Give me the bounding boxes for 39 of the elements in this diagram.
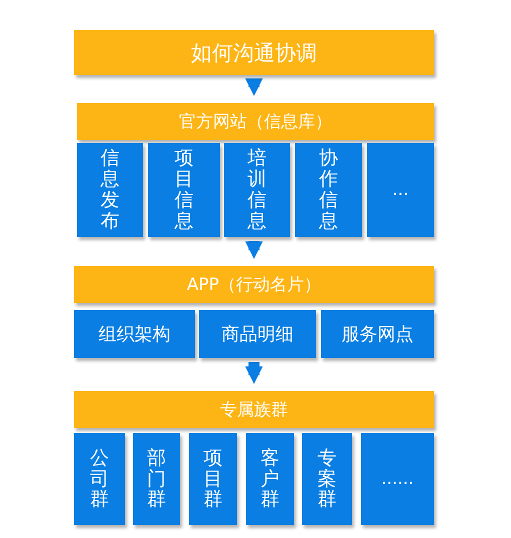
content-box xyxy=(321,310,434,358)
box-text: ... xyxy=(392,180,409,200)
content-box xyxy=(246,433,294,525)
box-text: 如何沟通协调 xyxy=(191,40,317,66)
header-bar xyxy=(77,103,434,140)
box-text: 信息发布 xyxy=(100,148,120,232)
content-box xyxy=(295,143,362,237)
header-bar xyxy=(74,266,434,303)
box-text: 专案群 xyxy=(318,448,336,510)
box-text: 官方网站（信息库） xyxy=(179,111,332,133)
header-bar xyxy=(74,391,434,428)
box-text: 培训信息 xyxy=(248,148,266,232)
content-box xyxy=(74,433,125,525)
box-text: ...... xyxy=(381,469,414,489)
box-text: 部门群 xyxy=(147,448,166,510)
box-text: 组织架构 xyxy=(98,323,170,346)
content-box xyxy=(189,433,237,525)
content-box xyxy=(199,310,316,358)
content-box xyxy=(224,143,290,237)
box-text: 专属族群 xyxy=(220,399,288,421)
content-box xyxy=(361,433,434,525)
box-text: 项目群 xyxy=(204,448,222,510)
header-bar xyxy=(74,30,434,75)
box-text: 服务网点 xyxy=(342,323,414,346)
box-text: 项目信息 xyxy=(174,148,194,232)
box-text: APP（行动名片） xyxy=(186,274,322,296)
box-text: 协作信息 xyxy=(319,148,338,232)
content-box xyxy=(74,310,195,358)
arrow xyxy=(245,241,263,259)
arrow xyxy=(245,362,263,384)
content-box xyxy=(133,433,180,525)
box-text: 商品明细 xyxy=(222,323,294,346)
content-box xyxy=(77,143,143,237)
content-box xyxy=(302,433,352,525)
content-box xyxy=(367,143,434,237)
content-box xyxy=(148,143,220,237)
box-text: 公司群 xyxy=(90,448,109,510)
arrow xyxy=(245,78,263,96)
box-text: 客户群 xyxy=(260,448,280,510)
